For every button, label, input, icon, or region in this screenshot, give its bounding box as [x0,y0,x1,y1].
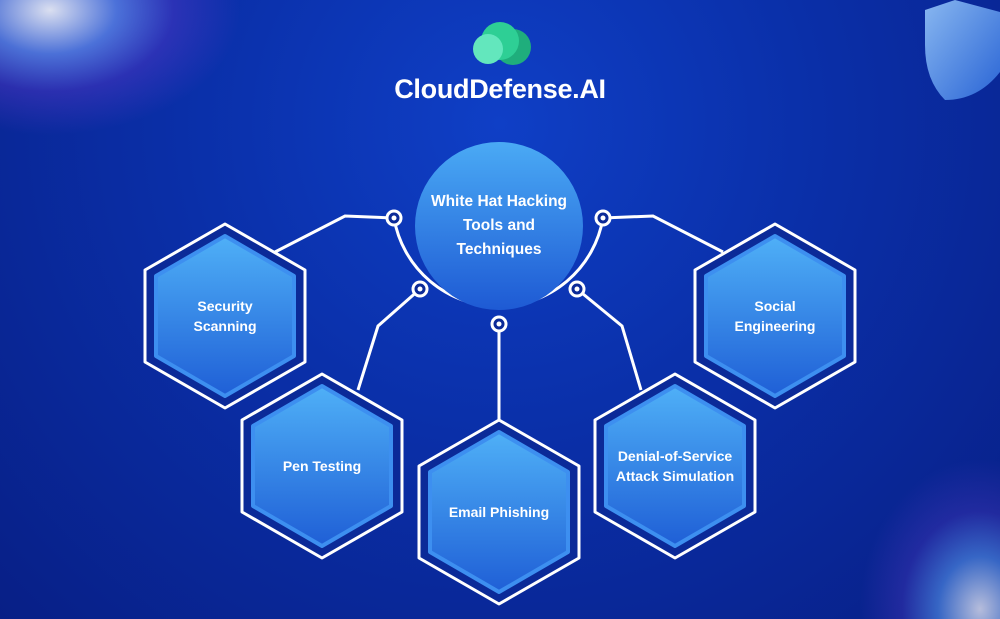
connector-node-center [574,286,580,292]
brand-name: CloudDefense.AI [394,74,606,104]
node-label-social-engineering: Social Engineering [734,298,816,334]
connector-node-center [496,321,502,327]
decorative-glow-top-left [0,0,260,140]
hex-node-social-engineering [704,234,846,398]
decorative-glow-bottom-right [830,419,1000,619]
hex-node-security-scanning [154,234,296,398]
center-title: White Hat Hacking Tools and Techniques [430,193,568,258]
connector-node-center [417,286,423,292]
hex-node-email-phishing [428,430,570,594]
cloud-logo-icon [473,22,531,65]
connector-node-center [391,215,397,221]
center-circle [415,142,583,310]
shield-icon [925,0,1000,100]
node-label-email-phishing: Email Phishing [448,504,550,520]
node-label-security-scanning: Security Scanning [193,298,257,334]
hex-node-pen-testing [251,384,393,548]
node-label-dos-attack-simulation: Denial-of-Service Attack Simulation [615,448,735,484]
node-label-pen-testing: Pen Testing [282,458,362,474]
hex-node-dos-attack-simulation [604,384,746,548]
connector-node-center [600,215,606,221]
